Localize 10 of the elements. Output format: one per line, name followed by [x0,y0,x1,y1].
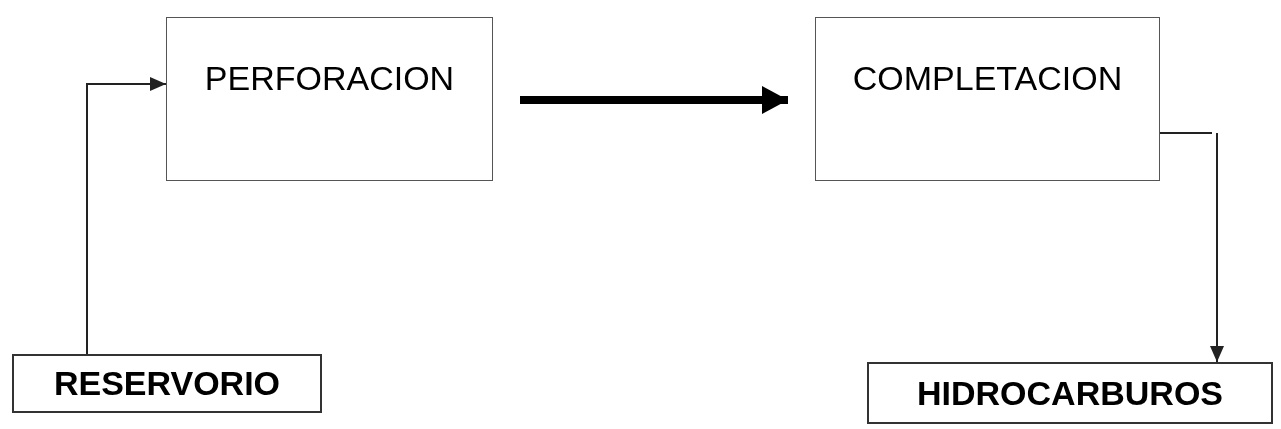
terminal-box [867,362,1273,424]
arrow [1159,132,1224,363]
box-label: HIDROCARBUROS [917,372,1223,414]
box-label: RESERVORIO [53,363,281,404]
process-box [166,17,493,181]
box-label: PERFORACION [204,58,455,99]
box-label: COMPLETACION [852,58,1123,99]
terminal-box [12,354,322,413]
arrow [86,77,167,355]
process-box [815,17,1160,181]
